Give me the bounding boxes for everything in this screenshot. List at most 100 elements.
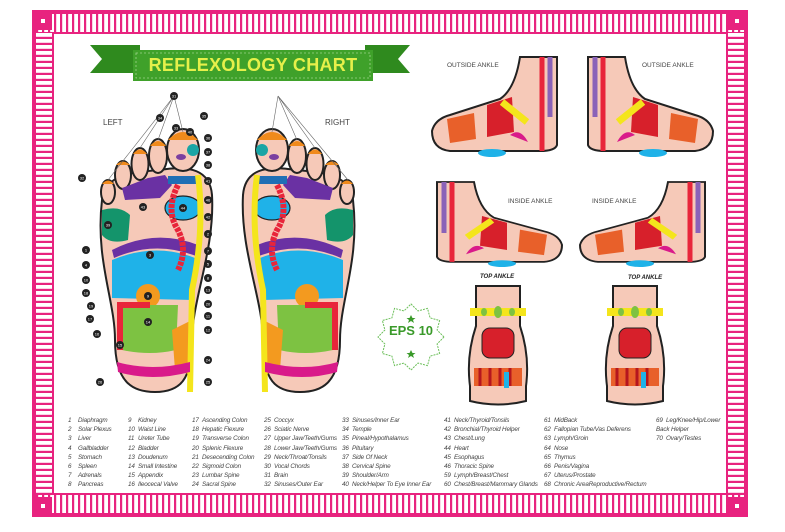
legend-label: Penis/Vagina <box>554 463 590 471</box>
marker-number: 11 <box>206 313 211 318</box>
legend-label: Bladder <box>138 444 159 452</box>
zone-marker: 44 <box>179 204 187 212</box>
legend-label: Neck/Throat/Tonsils <box>274 453 327 461</box>
legend-number: 24 <box>192 481 199 489</box>
legend-number: 20 <box>192 444 199 452</box>
legend-number: 43 <box>444 435 451 443</box>
legend-label: Doudenum <box>138 453 168 461</box>
legend-label: Appendix <box>138 472 164 480</box>
marker-dot <box>82 276 90 284</box>
zone-marker: 43 <box>139 203 147 211</box>
right-foot-sole <box>243 129 355 392</box>
marker-dot <box>204 230 212 238</box>
legend-number: 9 <box>128 417 132 424</box>
legend-number: 45 <box>444 453 451 461</box>
marker-number: 36 <box>206 135 211 140</box>
marker-number: 1 <box>85 247 88 252</box>
marker-dot <box>116 341 124 349</box>
outside-ankle-right-foot <box>588 57 713 157</box>
legend-label: Sciatic Nerve <box>274 426 310 434</box>
legend-number: 32 <box>264 481 271 489</box>
marker-number: 8 <box>207 275 210 280</box>
legend-number: 5 <box>68 453 72 461</box>
zone-marker: 26 <box>96 378 104 386</box>
marker-dot <box>93 330 101 338</box>
legend-label: Ovary/Testes <box>666 435 702 443</box>
legend-label: Sinuses/Outer Ear <box>274 481 323 489</box>
legend-number: 10 <box>128 426 135 434</box>
zone-marker: 9 <box>144 292 152 300</box>
legend-label: Heart <box>454 444 469 452</box>
legend-label: Side Of Neck <box>352 453 388 461</box>
zone-marker: 3 <box>146 251 154 259</box>
legend-label: Temple <box>352 426 372 434</box>
marker-number: 40 <box>188 129 193 134</box>
marker-number: 31 <box>172 93 177 98</box>
legend-number: 1 <box>68 417 72 424</box>
marker-dot <box>204 196 212 204</box>
legend-label: Thymus <box>554 453 576 461</box>
marker-dot <box>204 134 212 142</box>
zone-marker: 18 <box>82 289 90 297</box>
marker-number: 24 <box>206 357 211 362</box>
legend-label: Ileocecal Valve <box>138 481 178 489</box>
legend-label: Uterus/Prostate <box>554 472 596 480</box>
legend-label: Lumbar Spine <box>202 472 240 480</box>
marker-number: 20 <box>206 301 211 306</box>
zone-marker: 24 <box>204 356 212 364</box>
marker-dot <box>78 174 86 182</box>
inside-ankle-left-label: INSIDE ANKLE <box>508 198 553 205</box>
legend-label: Stomach <box>78 453 102 461</box>
marker-number: 10 <box>84 277 89 282</box>
legend-number: 22 <box>192 463 199 471</box>
frame-corner <box>34 497 52 515</box>
legend-number: 67 <box>544 472 551 480</box>
legend-number: 70 <box>656 435 663 443</box>
marker-dot <box>186 128 194 136</box>
legend-number: 15 <box>128 472 135 480</box>
legend-number: 8 <box>68 481 72 489</box>
zone-marker: 12 <box>204 326 212 334</box>
zone-marker: 7 <box>204 247 212 255</box>
legend-label: Desecending Colon <box>202 453 255 461</box>
legend-number: 33 <box>342 417 349 424</box>
legend-label: Spleen <box>78 463 97 471</box>
marker-number: 12 <box>206 327 211 332</box>
legend-number: 46 <box>444 463 451 471</box>
zone-marker: 17 <box>86 315 94 323</box>
zone-marker: 32 <box>78 174 86 182</box>
legend-label: Pineal/Hypothalamus <box>352 435 409 443</box>
marker-dot <box>204 312 212 320</box>
inside-ankle-right-foot <box>580 182 705 267</box>
zone-marker: 31 <box>170 92 178 100</box>
zone-marker: 39 <box>104 221 112 229</box>
legend-number: 7 <box>68 472 72 480</box>
zone-marker: 13 <box>204 286 212 294</box>
legend-label: Chronic AreaReproductive/Rectum <box>554 481 647 489</box>
marker-dot <box>87 302 95 310</box>
legend-label: Brain <box>274 472 288 480</box>
zone-marker: 25 <box>204 378 212 386</box>
legend-number: 62 <box>544 426 551 434</box>
eps-badge-seal <box>377 303 445 371</box>
legend-number: 34 <box>342 426 349 434</box>
legend-number: 29 <box>264 453 271 461</box>
